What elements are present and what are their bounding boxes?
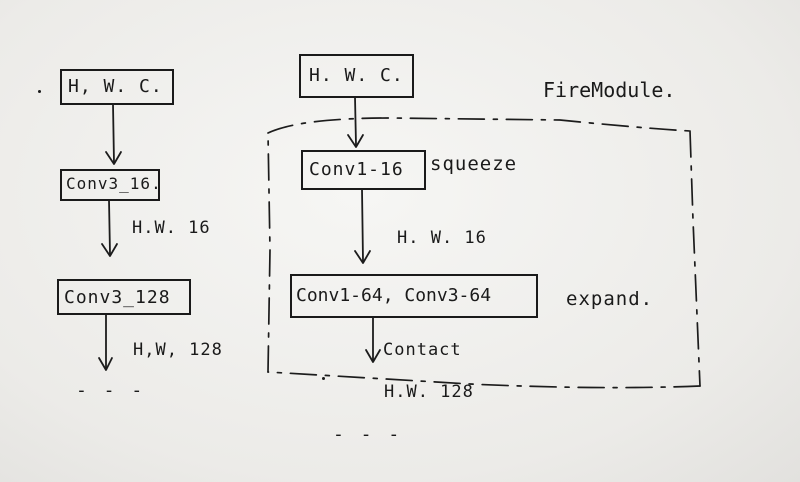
expand-annotation: expand. (566, 288, 654, 310)
contact-label: Contact (383, 340, 462, 360)
stray-ink-dot (322, 377, 325, 380)
expand-box (290, 274, 538, 318)
left-arrow-1 (105, 103, 122, 165)
squeeze-box-label: Conv1-16 (309, 159, 404, 180)
stray-ink-dot (38, 90, 41, 93)
left-continuation-dots: - - - (76, 380, 146, 401)
left-arrow-2 (101, 199, 118, 257)
fire-continuation-dots: - - - (333, 424, 403, 445)
left-output-1-label: H.W. 16 (132, 218, 211, 238)
left-arrow-3 (98, 314, 113, 371)
left-conv3-16-label: Conv3_16. (66, 174, 162, 193)
left-output-2-label: H,W, 128 (133, 340, 223, 360)
left-input-box (60, 69, 174, 105)
expand-box-label: Conv1-64, Conv3-64 (296, 285, 492, 306)
left-conv3-128-box (57, 279, 191, 315)
squeeze-annotation: squeeze (430, 153, 518, 175)
fire-module-title: FireModule. (543, 78, 676, 102)
fire-module-boundary (267, 117, 701, 389)
squeeze-box (301, 150, 426, 190)
fire-output-label: H.W. 128 (384, 382, 474, 402)
left-input-label: H, W. C. (68, 76, 163, 97)
fire-arrow-3 (365, 317, 381, 363)
left-conv3-16-box (60, 169, 160, 201)
fire-arrow-1 (347, 96, 364, 148)
left-conv3-128-label: Conv3_128 (64, 287, 171, 308)
squeeze-output-label: H. W. 16 (397, 228, 487, 248)
fire-input-label: H. W. C. (309, 65, 404, 86)
fire-input-box (299, 54, 414, 98)
fire-arrow-2 (354, 188, 371, 264)
